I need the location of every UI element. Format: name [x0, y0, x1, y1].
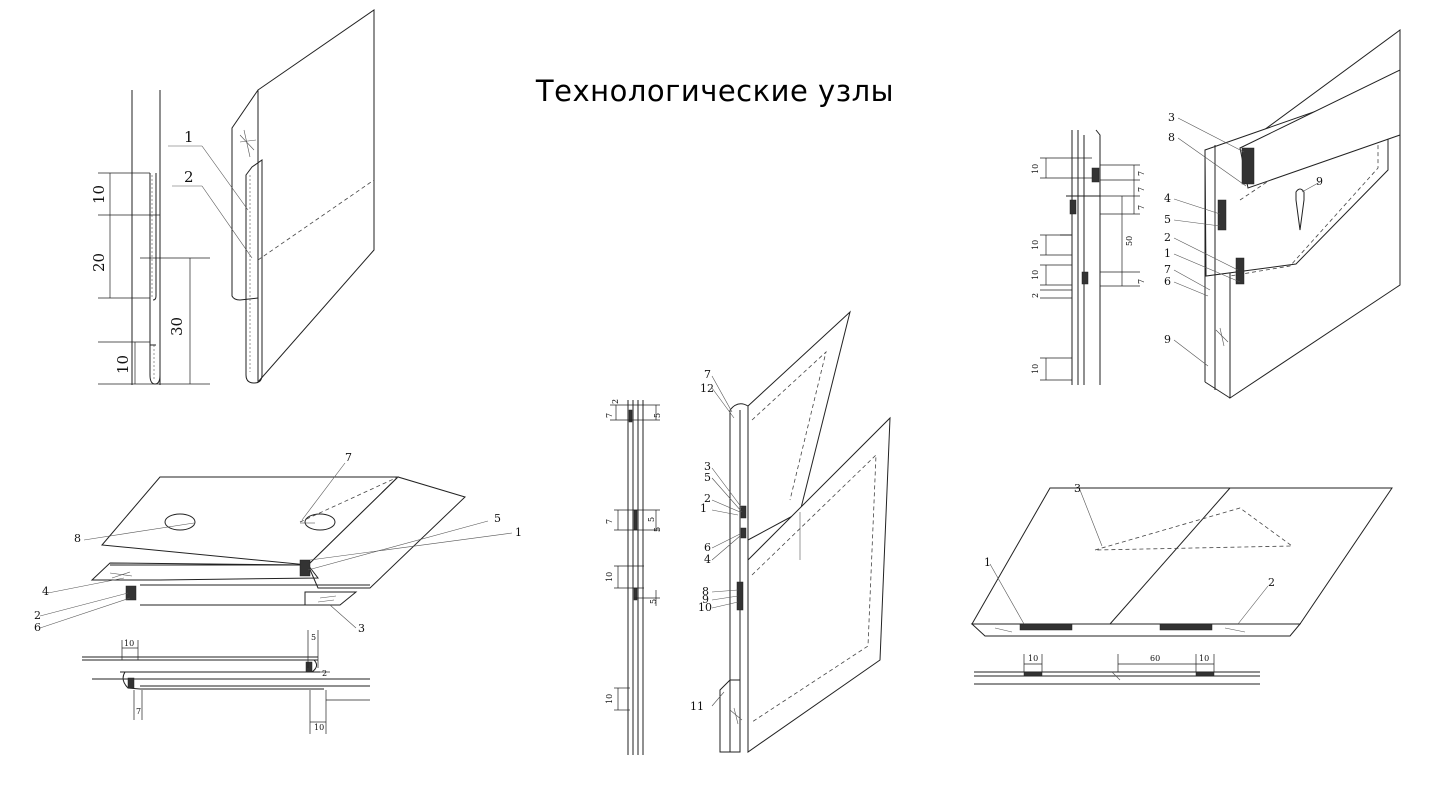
diagram-c-zipper-node: 2 7 5 7 5 5 10 5 10 — [605, 310, 891, 755]
dim-label: 5 — [311, 633, 316, 642]
dim-label: 10 — [1031, 270, 1040, 280]
callout-label: 3 — [1168, 111, 1175, 124]
dim-label: 7 — [605, 413, 614, 418]
callout-label: 5 — [704, 471, 711, 484]
dim-label: 2 — [611, 399, 620, 404]
dim-label: 7 — [605, 519, 614, 524]
callout-label: 7 — [1164, 263, 1171, 276]
callout-label: 2 — [1268, 576, 1275, 589]
dim-label: 60 — [1150, 654, 1160, 663]
diagram-e-seam-node: 3 1 2 10 60 10 — [970, 482, 1393, 685]
callout-label: 2 — [34, 609, 41, 622]
callout-label: 2 — [1164, 231, 1171, 244]
callout-label: 6 — [34, 621, 41, 634]
callout-label: 2 — [184, 168, 194, 186]
dim-label: 7 — [1137, 171, 1146, 176]
dim-label: 5 — [653, 413, 662, 418]
callout-label: 3 — [704, 460, 711, 473]
diagram-d-welt-pocket-node: 10 7 7 7 10 50 10 7 2 10 3 8 — [1031, 29, 1401, 399]
callout-label: 1 — [700, 502, 707, 515]
dim-label: 7 — [1137, 205, 1146, 210]
dim-label: 10 — [90, 185, 108, 204]
dim-label: 50 — [1125, 236, 1134, 246]
dim-label: 5 — [653, 527, 662, 532]
dim-label: 10 — [605, 694, 614, 704]
dim-label: 10 — [605, 572, 614, 582]
diagram-b-pocket-node: 7 8 5 1 4 2 6 3 10 5 2 7 10 — [34, 451, 522, 734]
diagram-a-hem-node: 10 20 30 10 1 2 — [90, 9, 375, 385]
callout-label: 7 — [345, 451, 352, 464]
callout-label: 4 — [704, 553, 711, 566]
dim-label: 7 — [1137, 187, 1146, 192]
callout-label: 5 — [1164, 213, 1171, 226]
dim-label: 2 — [1031, 293, 1040, 298]
dim-label: 20 — [90, 253, 108, 272]
dim-label: 30 — [168, 317, 186, 336]
callout-label: 9 — [702, 593, 709, 606]
callout-label: 3 — [358, 622, 365, 635]
dim-label: 10 — [114, 355, 132, 374]
callout-label: 8 — [1168, 131, 1175, 144]
dim-label: 10 — [1028, 654, 1038, 663]
dim-label: 10 — [1031, 364, 1040, 374]
callout-label: 3 — [1074, 482, 1081, 495]
callout-label: 9 — [1164, 333, 1171, 346]
dim-label: 10 — [1031, 164, 1040, 174]
callout-label: 7 — [704, 368, 711, 381]
callout-label: 11 — [690, 700, 704, 713]
callout-label: 1 — [515, 526, 522, 539]
dim-label: 10 — [124, 639, 134, 648]
callout-label: 5 — [494, 512, 501, 525]
callout-label: 1 — [1164, 247, 1171, 260]
callout-label: 8 — [74, 532, 81, 545]
callout-label: 4 — [1164, 192, 1171, 205]
callout-label: 6 — [1164, 275, 1171, 288]
callout-label: 2 — [704, 492, 711, 505]
dim-label: 7 — [1137, 279, 1146, 284]
dim-label: 7 — [136, 707, 141, 716]
callout-label: 4 — [42, 585, 49, 598]
callout-label: 8 — [702, 585, 709, 598]
callout-label: 6 — [704, 541, 711, 554]
callout-label: 1 — [984, 556, 991, 569]
callout-label: 12 — [700, 382, 714, 395]
dim-label: 10 — [314, 723, 324, 732]
page-title: Технологические узлы — [535, 74, 895, 108]
callout-label: 1 — [184, 128, 194, 146]
dim-label: 5 — [647, 517, 656, 522]
dim-label: 10 — [1031, 240, 1040, 250]
callout-label: 9 — [1316, 175, 1323, 188]
dim-label: 10 — [1199, 654, 1209, 663]
callout-label: 10 — [698, 601, 712, 614]
dim-label: 5 — [649, 599, 658, 604]
dim-label: 2 — [322, 669, 327, 678]
